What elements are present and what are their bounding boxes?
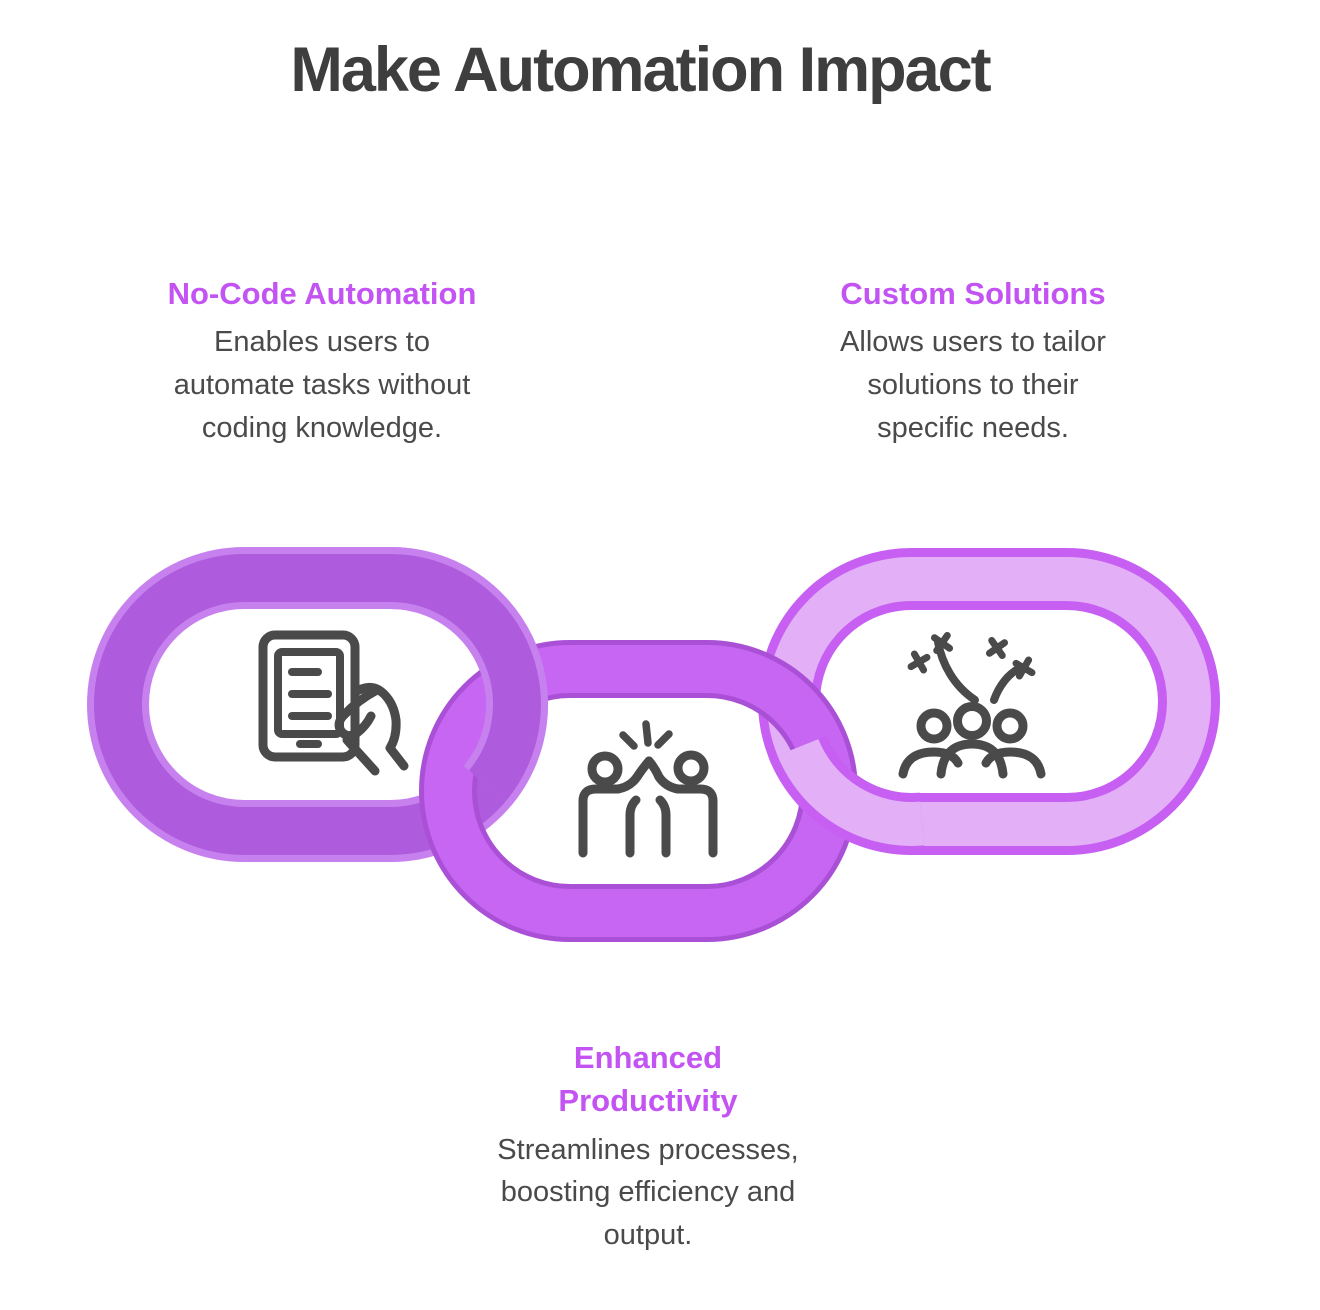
chain-weave-right-over-middle [769,734,925,855]
feature-heading: Enhanced Productivity [558,1040,738,1119]
feature-description: Enables users to automate tasks without … [173,326,471,444]
celebrating-crowd-icon [898,631,1046,779]
feature-description: Allows users to tailor solutions to thei… [840,326,1106,444]
feature-heading: Custom Solutions [840,276,1106,311]
chain-weave-left-over-middle [389,547,548,806]
tablet-in-hand-icon [258,630,409,776]
feature-enhanced-productivity: Enhanced Productivity Streamlines proces… [448,1036,848,1257]
feature-no-code-automation: No-Code Automation Enables users to auto… [92,272,552,449]
feature-heading: No-Code Automation [167,276,477,311]
feature-custom-solutions: Custom Solutions Allows users to tailor … [748,272,1198,449]
high-five-icon [578,720,718,858]
page-title: Make Automation Impact [290,35,991,105]
feature-description: Streamlines processes, boosting efficien… [497,1133,799,1252]
